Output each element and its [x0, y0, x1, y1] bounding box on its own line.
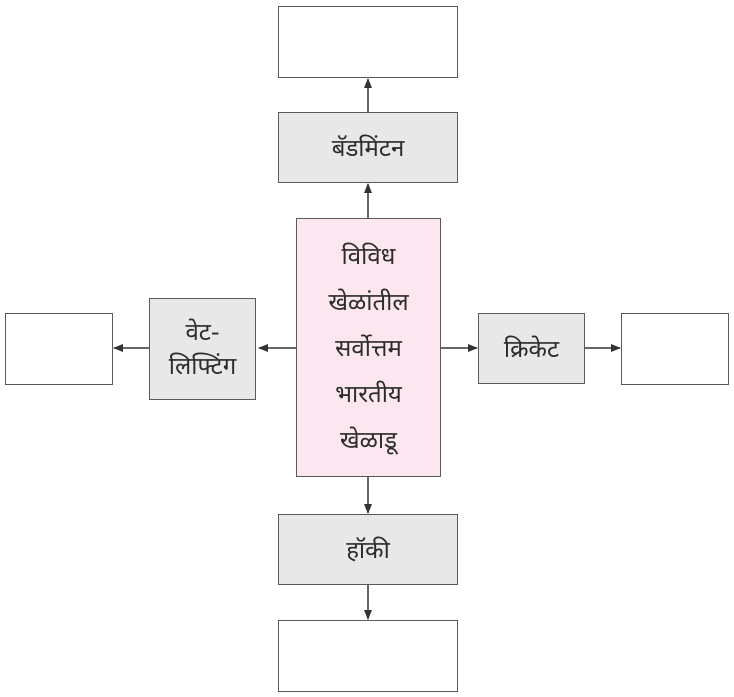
sport-box-cricket: क्रिकेट [478, 313, 585, 384]
sport-box-weightlifting: वेट- लिफ्टिंग [149, 298, 256, 400]
sport-label-hockey: हॉकी [346, 535, 390, 564]
blank-box-top [278, 6, 458, 78]
center-topic-label: विविध खेळांतील सर्वोत्तम भारतीय खेळाडू [328, 241, 409, 454]
blank-box-right [621, 313, 729, 385]
sport-box-hockey: हॉकी [278, 514, 458, 585]
center-topic-box: विविध खेळांतील सर्वोत्तम भारतीय खेळाडू [296, 218, 441, 477]
sport-box-badminton: बॅडमिंटन [278, 112, 458, 183]
blank-box-left [5, 313, 113, 385]
sport-label-cricket: क्रिकेट [503, 334, 560, 363]
blank-box-bottom [278, 620, 458, 692]
sport-label-weightlifting: वेट- लिफ्टिंग [168, 318, 237, 380]
sport-label-badminton: बॅडमिंटन [331, 133, 405, 162]
